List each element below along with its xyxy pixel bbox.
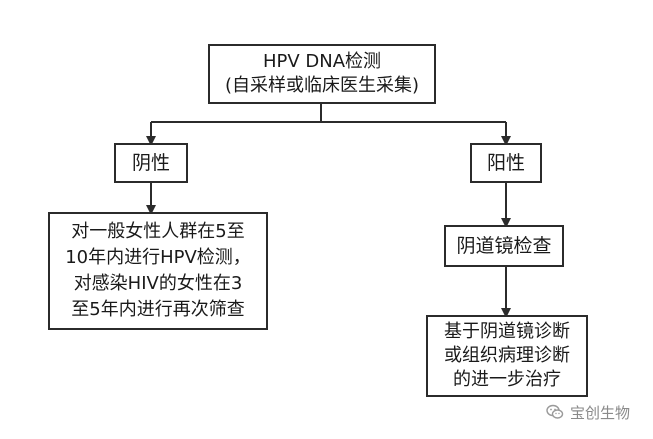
negative-action-line: 10年内进行HPV检测， bbox=[65, 247, 251, 268]
treatment-line: 基于阴道镜诊断 bbox=[444, 321, 570, 342]
negative-action-line: 对感染HIV的女性在3 bbox=[73, 273, 243, 294]
negative-box: 阴性 bbox=[114, 143, 188, 183]
hpv-dna-test-box: HPV DNA检测 (自采样或临床医生采集) bbox=[208, 44, 436, 104]
positive-box: 阳性 bbox=[470, 143, 542, 183]
treatment-line: 的进一步治疗 bbox=[453, 369, 561, 390]
colposcopy-label: 阴道镜检查 bbox=[456, 235, 552, 257]
watermark: 宝创生物 bbox=[546, 399, 630, 425]
negative-action-line: 对一般女性人群在5至 bbox=[71, 221, 245, 242]
treatment-line: 或组织病理诊断 bbox=[444, 345, 570, 366]
negative-action-box: 对一般女性人群在5至 10年内进行HPV检测， 对感染HIV的女性在3 至5年内… bbox=[48, 212, 268, 330]
wechat-icon bbox=[546, 404, 564, 419]
treatment-box: 基于阴道镜诊断 或组织病理诊断 的进一步治疗 bbox=[426, 315, 588, 397]
negative-label: 阴性 bbox=[131, 152, 170, 174]
hpv-dna-test-subtitle: (自采样或临床医生采集) bbox=[224, 75, 420, 96]
hpv-dna-test-title: HPV DNA检测 bbox=[262, 51, 382, 72]
watermark-text: 宝创生物 bbox=[570, 403, 631, 422]
positive-label: 阳性 bbox=[486, 152, 525, 174]
colposcopy-box: 阴道镜检查 bbox=[444, 225, 564, 267]
negative-action-line: 至5年内进行再次筛查 bbox=[71, 299, 245, 320]
